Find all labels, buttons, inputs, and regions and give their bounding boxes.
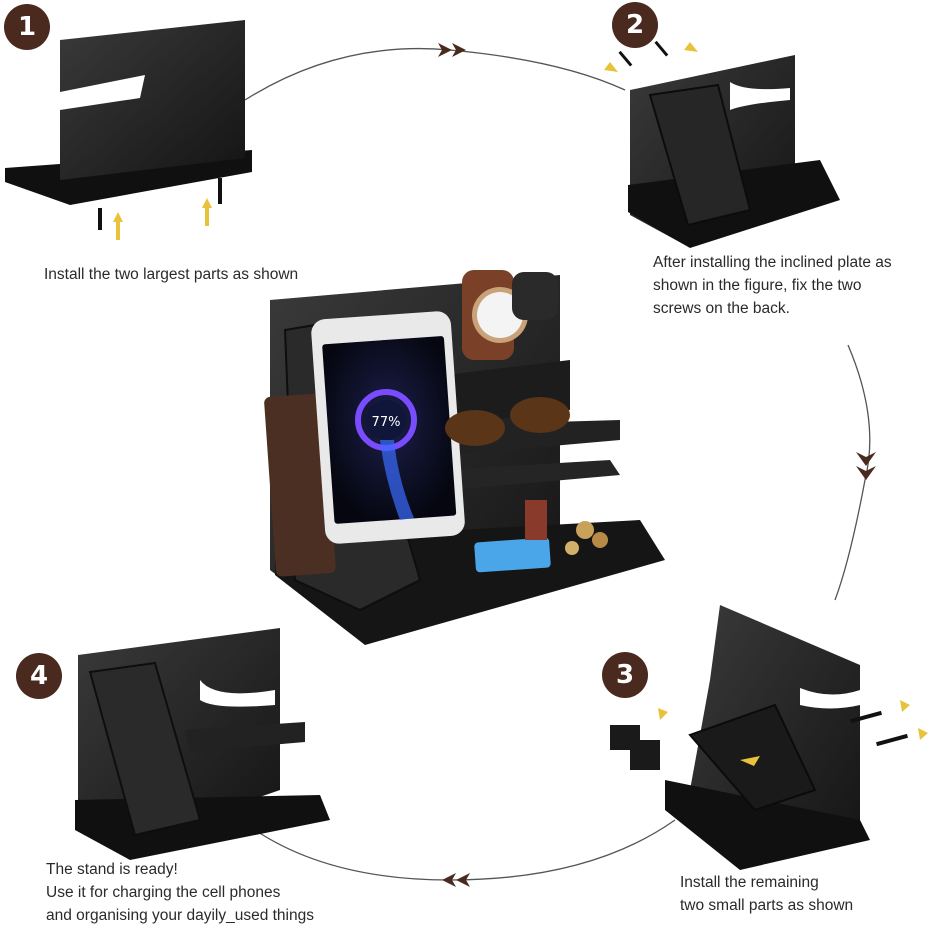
step-1-caption: Install the two largest parts as shown	[44, 266, 299, 283]
screw-icon	[850, 710, 908, 747]
step-4-illustration	[75, 628, 330, 860]
step-2-illustration	[604, 40, 840, 248]
direction-arrow-icon	[604, 42, 698, 72]
direction-arrow-icon	[438, 43, 876, 887]
direction-arrow-icon	[113, 198, 212, 240]
step-2-badge: 2	[612, 2, 658, 48]
step-2-caption: After installing the inclined plate as s…	[653, 254, 892, 317]
tray-items	[474, 500, 608, 573]
step-4-caption: The stand is ready! Use it for charging …	[46, 861, 314, 924]
screw-icon	[618, 40, 669, 67]
finished-stand-product: 77%	[264, 270, 665, 645]
direction-arrow-icon	[658, 700, 928, 766]
watch-image	[462, 270, 558, 360]
screw-icon	[98, 178, 222, 230]
step-3-caption: Install the remaining two small parts as…	[680, 874, 854, 914]
battery-label: 77%	[372, 415, 401, 430]
step-1-badge: 1	[4, 4, 50, 50]
step-1-illustration	[5, 20, 252, 240]
sunglasses-image	[445, 397, 570, 446]
step-3-illustration	[610, 605, 928, 870]
phone-image: 77%	[311, 311, 465, 544]
step-4-badge: 4	[16, 653, 62, 699]
step-3-badge: 3	[602, 652, 648, 698]
